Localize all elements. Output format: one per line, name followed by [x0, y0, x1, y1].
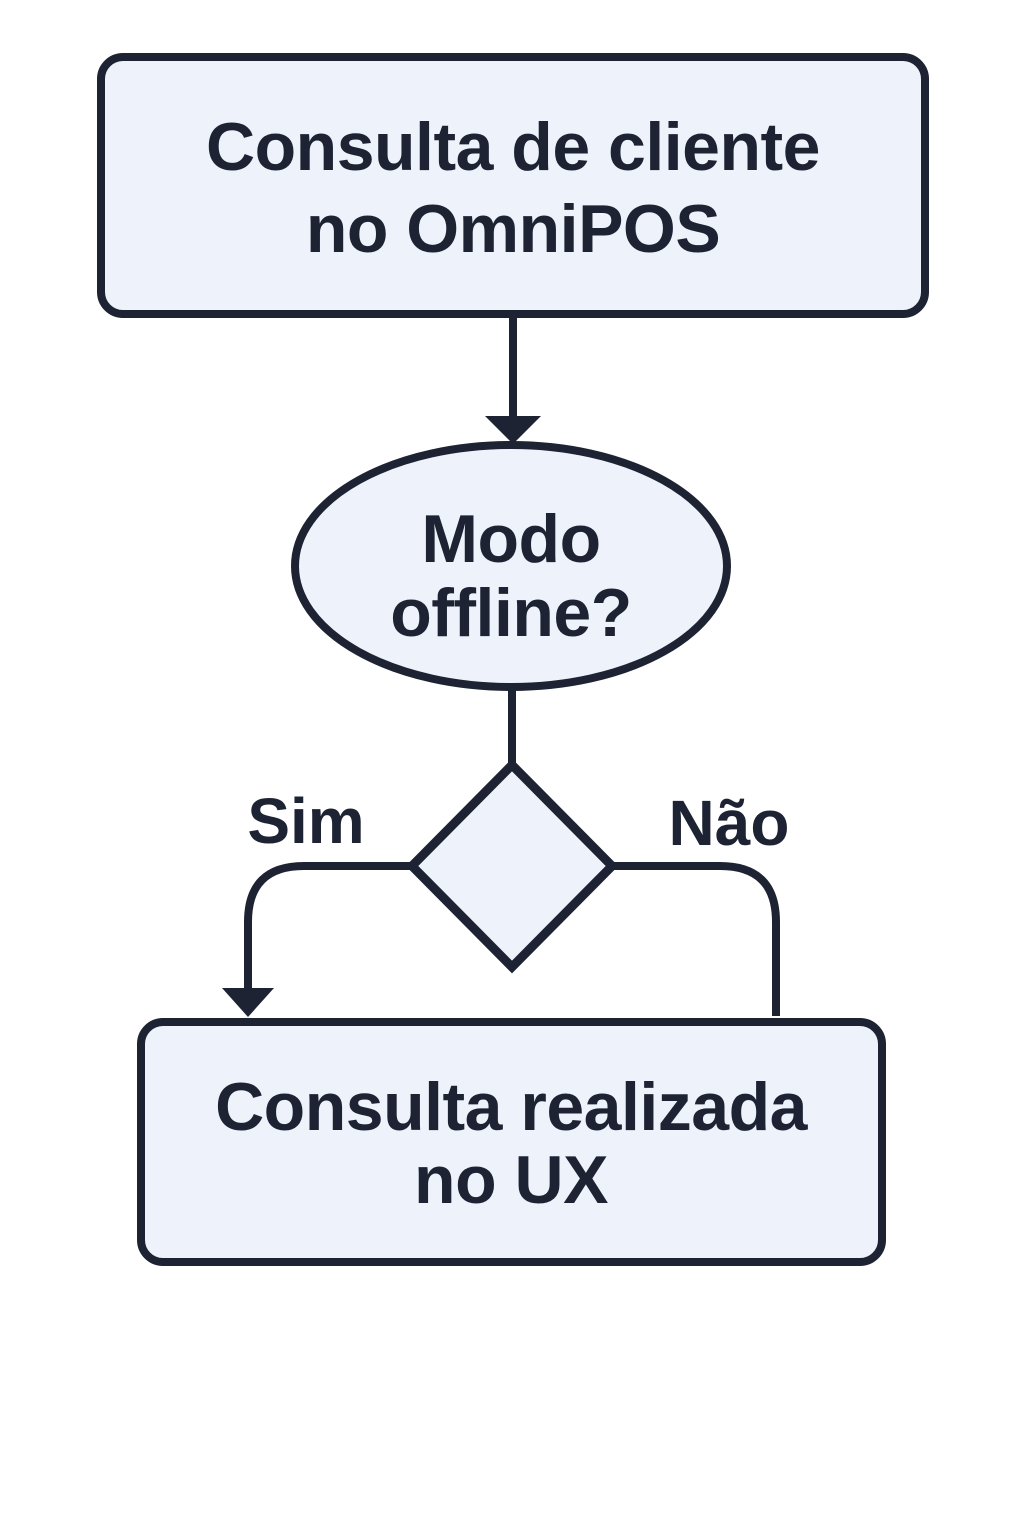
node-start-label-line1: Consulta de cliente: [206, 109, 820, 185]
node-end: [137, 1018, 886, 1266]
node-question-label-line1: Modo: [421, 501, 600, 577]
edge-yes-branch: [244, 862, 412, 990]
edge-label-no: Não: [669, 787, 790, 859]
node-end-label-line2: no UX: [414, 1142, 608, 1218]
arrowhead-down-icon: [222, 988, 274, 1017]
node-start: [97, 53, 929, 318]
node-start-label-line2: no OmniPOS: [306, 191, 720, 267]
node-question-label-line2: offline?: [390, 575, 632, 651]
node-end-label-line1: Consulta realizada: [215, 1069, 809, 1145]
edge-label-yes: Sim: [247, 785, 364, 857]
edge-no-branch: [612, 862, 780, 1016]
arrowhead-down-icon: [485, 416, 541, 444]
node-decision: [405, 758, 619, 974]
